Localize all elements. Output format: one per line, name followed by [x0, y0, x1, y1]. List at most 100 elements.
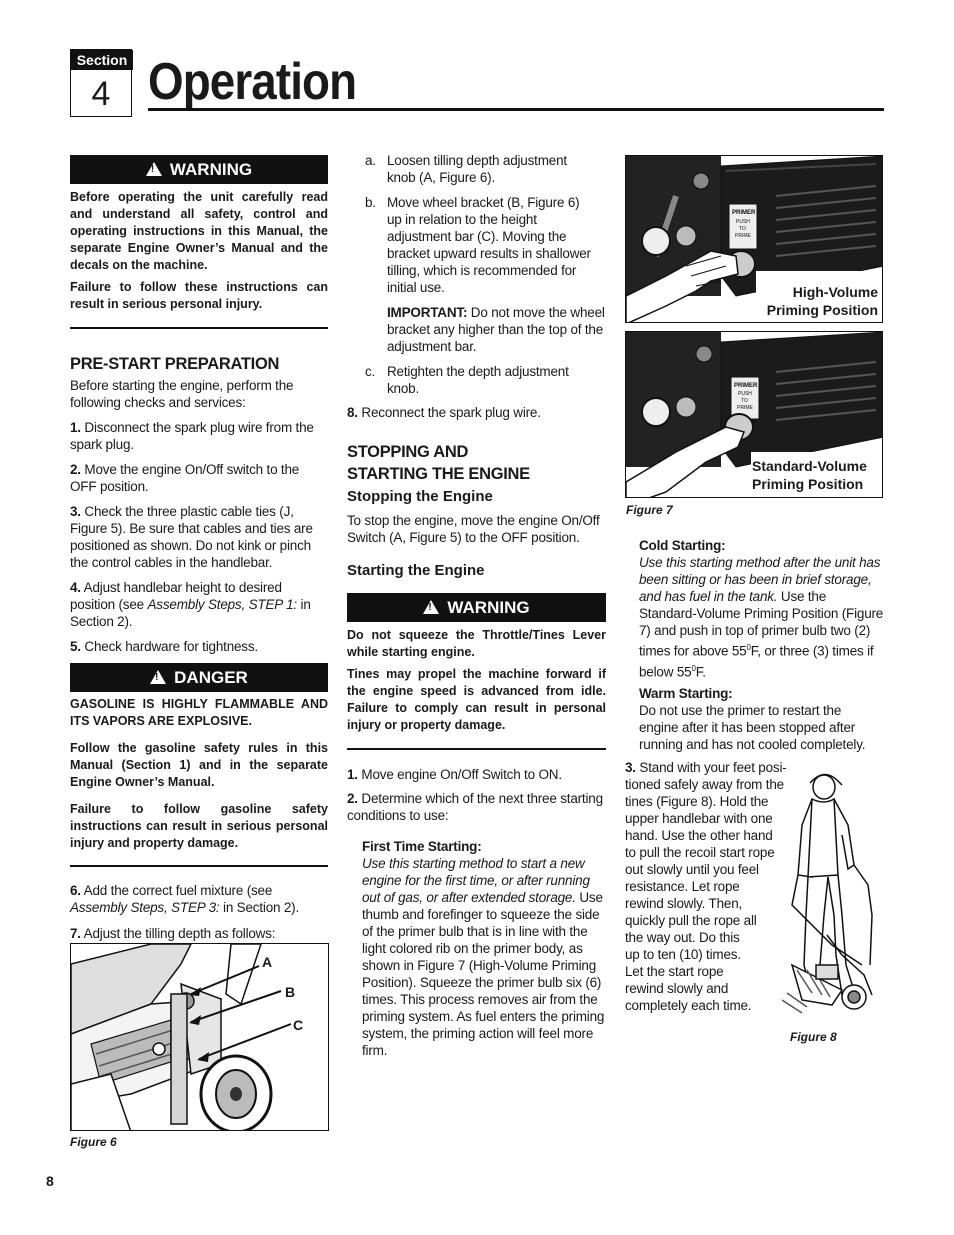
step-3-line: upper handlebar with one	[625, 811, 773, 826]
step-3-line: quickly pull the rope all	[625, 913, 757, 928]
primer-label-text: PRIME	[737, 405, 754, 411]
primer-label-text: PUSH	[736, 219, 750, 225]
prestart-step-5: 5. Check hardware for tightness.	[70, 639, 258, 654]
warning-heading: WARNING	[169, 160, 253, 179]
step-3-line: tines (Figure 8). Hold the	[625, 794, 769, 809]
step-3-line: tioned safely away from the	[625, 777, 784, 792]
step-3-line: hand. Use the other hand	[625, 828, 773, 843]
danger-heading: DANGER	[174, 668, 248, 687]
prestart-intro: Before starting the engine, perform the …	[70, 378, 294, 410]
depth-step-c: c.Retighten the depth adjustment knob.	[365, 364, 569, 396]
high-volume-label-line-1: High-Volume	[792, 284, 878, 300]
warning-banner: WARNING	[70, 155, 328, 184]
cold-starting-label: Cold Starting:	[639, 538, 726, 553]
step-7: 7. Adjust the tilling depth as follows:	[70, 926, 276, 941]
start-step-2: 2. Determine which of the next three sta…	[347, 791, 603, 823]
warm-starting: Warm Starting: Do not use the primer to …	[639, 685, 884, 753]
figure-6-caption: Figure 6	[70, 1135, 117, 1149]
figure-7-high-volume-image: PRIMER PUSH TO PRIME	[625, 155, 883, 323]
tiller-wheel-bracket-illustration	[71, 944, 328, 1130]
start-step-1: 1. Move engine On/Off Switch to ON.	[347, 767, 562, 782]
danger-text-3: Failure to follow gasoline safety instru…	[70, 802, 328, 850]
first-time-text: Use this starting method to start a new …	[362, 856, 605, 1058]
step-3-line: up to ten (10) times.	[625, 947, 741, 962]
primer-label-text: PRIMER	[732, 210, 756, 216]
primer-label-text: TO	[741, 398, 748, 404]
stopping-heading-2: STARTING THE ENGINE	[347, 465, 530, 483]
standard-volume-label-line-2: Priming Position	[752, 476, 864, 492]
column-1: WARNING Before operating the unit carefu…	[70, 155, 328, 942]
figure-6-label-c: C	[293, 1017, 304, 1033]
section-label: Section	[71, 50, 133, 70]
danger-text-1: GASOLINE IS HIGHLY FLAMMABLE AND ITS VAP…	[70, 697, 328, 728]
title-rule	[148, 108, 884, 111]
high-volume-label: High-Volume Priming Position	[700, 283, 878, 319]
section-box: Section 4	[70, 49, 133, 117]
primer-bulb-illustration: PRIMER PUSH TO PRIME	[626, 156, 882, 322]
page-number: 8	[46, 1173, 54, 1189]
figure-6-image	[70, 943, 329, 1131]
warning-text-1: Before operating the unit carefully read…	[70, 190, 328, 272]
warning-text-2: Failure to follow these instructions can…	[70, 280, 328, 311]
section-number: 4	[91, 75, 111, 113]
warning2-text-2: Tines may propel the machine forward if …	[347, 667, 606, 732]
stopping-heading-1: STOPPING AND	[347, 443, 469, 461]
primer-label-text: PUSH	[738, 391, 752, 397]
depth-step-a: a.Loosen tilling depth adjustment knob (…	[365, 153, 567, 185]
depth-step-b: b.Move wheel bracket (B, Figure 6) up in…	[365, 195, 591, 295]
start-step-3: 3. Stand with your feet posi- tioned saf…	[625, 759, 805, 1014]
figure-7-caption: Figure 7	[626, 503, 673, 517]
primer-label-text: PRIME	[735, 233, 752, 239]
divider	[347, 748, 606, 750]
first-time-starting: First Time Starting: Use this starting m…	[347, 838, 606, 1059]
figure-8-image	[772, 765, 884, 1023]
first-time-label: First Time Starting:	[362, 839, 482, 854]
standard-volume-label-line-1: Standard-Volume	[752, 458, 867, 474]
prestart-step-1: 1. Disconnect the spark plug wire from t…	[70, 420, 314, 452]
warm-starting-label: Warm Starting:	[639, 686, 733, 701]
step-3-line: out slowly until you feel	[625, 862, 759, 877]
danger-triangle-icon	[150, 670, 167, 684]
danger-text-2: Follow the gasoline safety rules in this…	[70, 741, 328, 789]
standard-volume-label: Standard-Volume Priming Position	[700, 457, 873, 493]
primer-label-text: PRIMER	[734, 383, 758, 389]
step-3-line: the way out. Do this	[625, 930, 740, 945]
step-3-line: 3. Stand with your feet posi-	[625, 760, 787, 775]
step-3-line: to pull the recoil start rope	[625, 845, 775, 860]
warning-triangle-icon	[423, 600, 440, 614]
step-6: 6. Add the correct fuel mixture (see Ass…	[70, 883, 300, 915]
prestart-step-4: 4. Adjust handlebar height to desired po…	[70, 580, 311, 629]
prestart-step-2: 2. Move the engine On/Off switch to the …	[70, 462, 300, 494]
warning2-text-1: Do not squeeze the Throttle/Tines Lever …	[347, 628, 606, 659]
step-3-line: rewind slowly and	[625, 981, 729, 996]
stopping-text: To stop the engine, move the engine On/O…	[347, 513, 600, 545]
primer-label-text: TO	[739, 226, 746, 232]
cold-starting: Cold Starting: Use this starting method …	[639, 537, 884, 680]
starting-subheading: Starting the Engine	[347, 562, 485, 579]
warning-heading-2: WARNING	[447, 598, 530, 617]
operator-with-tiller-illustration	[781, 773, 873, 1014]
step-3-line: rewind slowly. Then,	[625, 896, 743, 911]
prestart-step-3: 3. Check the three plastic cable ties (J…	[70, 504, 313, 570]
page-title: Operation	[148, 53, 357, 111]
figure-7-standard-volume-image: PRIMER PUSH TO PRIME	[625, 331, 883, 498]
step-8: 8. Reconnect the spark plug wire.	[347, 405, 541, 420]
warm-starting-text: Do not use the primer to restart the eng…	[639, 703, 866, 752]
high-volume-label-line-2: Priming Position	[766, 302, 878, 318]
step-3-line: resistance. Let rope	[625, 879, 740, 894]
figure-8-caption: Figure 8	[790, 1030, 837, 1044]
figure-6-label-b: B	[285, 984, 296, 1000]
step-3-line: completely each time.	[625, 998, 752, 1013]
important-note: IMPORTANT: Do not move the wheel bracket…	[387, 305, 605, 354]
cold-starting-text: Use this starting method after the unit …	[639, 555, 884, 679]
column-2: a.Loosen tilling depth adjustment knob (…	[347, 152, 606, 1059]
step-3-line: Let the start rope	[625, 964, 724, 979]
prestart-heading: PRE-START PREPARATION	[70, 355, 280, 373]
warning-triangle-icon	[145, 162, 162, 176]
primer-bulb-illustration: PRIMER PUSH TO PRIME	[626, 332, 882, 497]
stopping-subheading: Stopping the Engine	[347, 488, 493, 505]
danger-banner: DANGER	[70, 663, 328, 692]
figure-6-label-a: A	[262, 954, 273, 970]
divider	[70, 327, 328, 329]
divider	[70, 865, 328, 867]
